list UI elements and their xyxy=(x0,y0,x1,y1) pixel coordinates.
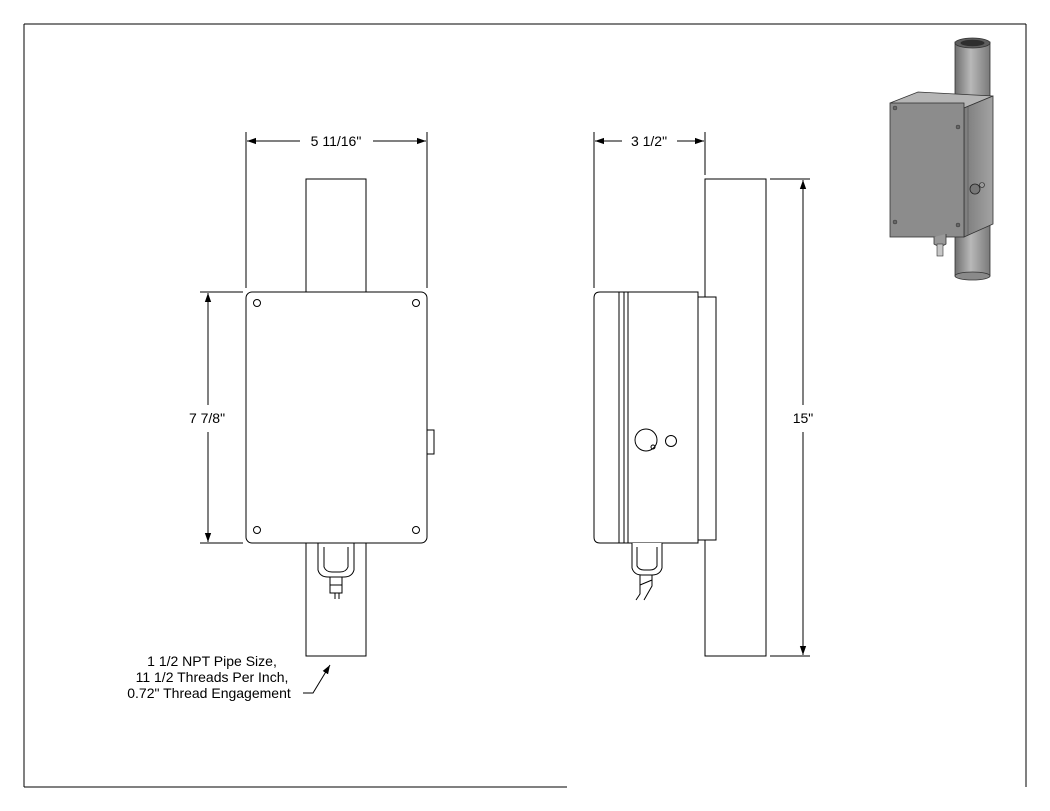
side-conduit-fitting xyxy=(631,543,663,576)
note-line-2: 11 1/2 Threads Per Inch, xyxy=(136,669,289,685)
iso-vent-icon xyxy=(979,182,985,188)
side-enclosure-lid xyxy=(593,291,625,544)
side-plug-icon xyxy=(634,428,658,452)
front-side-plug xyxy=(426,429,435,455)
dim-label-pipe-length: 15" xyxy=(793,410,814,426)
drawing-frame xyxy=(23,23,1027,788)
screw-icon xyxy=(955,124,961,130)
thread-note: 1 1/2 NPT Pipe Size, 11 1/2 Threads Per … xyxy=(127,653,331,701)
note-line-1: 1 1/2 NPT Pipe Size, xyxy=(147,653,277,669)
dim-pipe-length xyxy=(770,178,810,657)
iso-enclosure-side xyxy=(963,95,994,238)
dim-label-side-depth: 3 1/2" xyxy=(631,133,667,149)
dim-front-height xyxy=(200,291,243,544)
dim-label-front-height: 7 7/8" xyxy=(189,410,225,426)
screw-icon xyxy=(412,299,420,307)
side-enclosure-body xyxy=(623,291,699,544)
side-vent-icon xyxy=(665,435,677,447)
dim-side-depth xyxy=(593,132,706,288)
screw-icon xyxy=(892,105,898,111)
screw-icon xyxy=(253,299,261,307)
screw-icon xyxy=(892,219,898,225)
side-view xyxy=(593,178,767,657)
dim-label-front-width: 5 11/16" xyxy=(311,133,362,149)
dim-front-width xyxy=(245,132,428,288)
screw-icon xyxy=(253,526,261,534)
isometric-view xyxy=(889,37,994,281)
front-enclosure xyxy=(245,291,428,544)
iso-plug-icon xyxy=(969,183,981,195)
front-view xyxy=(245,178,435,657)
note-line-3: 0.72" Thread Engagement xyxy=(127,685,291,701)
iso-enclosure-front xyxy=(889,102,965,238)
side-mount-plate xyxy=(696,296,717,541)
screw-icon xyxy=(955,222,961,228)
note-leader xyxy=(303,664,331,694)
screw-icon xyxy=(412,526,420,534)
front-pipe-top xyxy=(305,178,367,293)
